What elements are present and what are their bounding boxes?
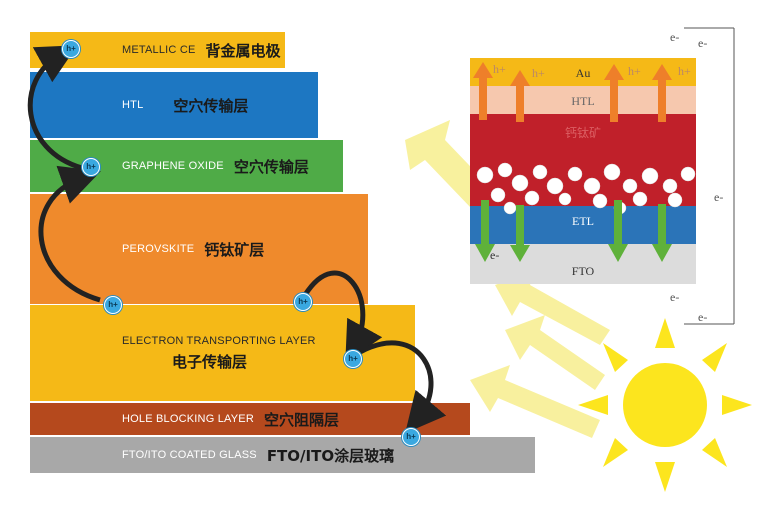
layer-label-cn: 空穴传输层 <box>233 157 309 176</box>
electron-symbol: e- <box>670 290 680 304</box>
layer-perovskite: PEROVSKITE 钙钛矿层 <box>30 194 368 304</box>
inset-layer-perovskite <box>470 114 696 206</box>
hole-circle: h+ <box>62 40 80 58</box>
inset-label-au: Au <box>575 66 591 80</box>
layer-label-cn: 空穴传输层 <box>173 96 249 115</box>
inset-label-etl: ETL <box>572 214 594 228</box>
layer-label-cn: FTO/ITO涂层玻璃 <box>266 446 395 465</box>
electron-symbol: e- <box>698 36 708 50</box>
layer-label-cn: 空穴阻隔层 <box>263 410 339 429</box>
electron-symbol: e- <box>670 30 680 44</box>
layer-label: METALLIC CE <box>122 44 196 56</box>
hole-symbol: h+ <box>493 62 506 76</box>
inset-label-htl: HTL <box>571 94 595 108</box>
layer-graphene-oxide: GRAPHENE OXIDE 空穴传输层 <box>30 140 343 192</box>
layer-label-cn: 背金属电极 <box>205 41 281 60</box>
hole-circle: h+ <box>82 158 100 176</box>
layer-label: HTL <box>122 99 144 111</box>
layer-label: GRAPHENE OXIDE <box>122 160 224 172</box>
inset-label-fto: FTO <box>571 264 595 278</box>
layer-label: ELECTRON TRANSPORTING LAYER <box>122 334 316 347</box>
hole-circle: h+ <box>294 293 312 311</box>
hole-circle: h+ <box>402 428 420 446</box>
electron-symbol: e- <box>698 310 708 324</box>
electron-symbol: e- <box>714 190 724 204</box>
inset-label-perovskite: 钙钛矿 <box>564 126 601 140</box>
inset-cell-diagram <box>470 58 696 284</box>
layer-label-cn: 电子传输层 <box>172 352 248 371</box>
hole-symbol: h+ <box>678 64 691 78</box>
hole-symbol: h+ <box>628 64 641 78</box>
electron-symbol: e- <box>490 248 500 262</box>
hole-circle: h+ <box>104 296 122 314</box>
hole-circle: h+ <box>344 350 362 368</box>
layer-htl: HTL 空穴传输层 <box>30 72 318 138</box>
layer-label: HOLE BLOCKING LAYER <box>122 413 254 425</box>
layer-label: PEROVSKITE <box>122 243 195 255</box>
hole-symbol: h+ <box>532 66 545 80</box>
layer-fto-ito: FTO/ITO COATED GLASS FTO/ITO涂层玻璃 <box>30 437 535 473</box>
layer-label-cn: 钙钛矿层 <box>204 240 265 259</box>
layer-label: FTO/ITO COATED GLASS <box>122 449 257 461</box>
